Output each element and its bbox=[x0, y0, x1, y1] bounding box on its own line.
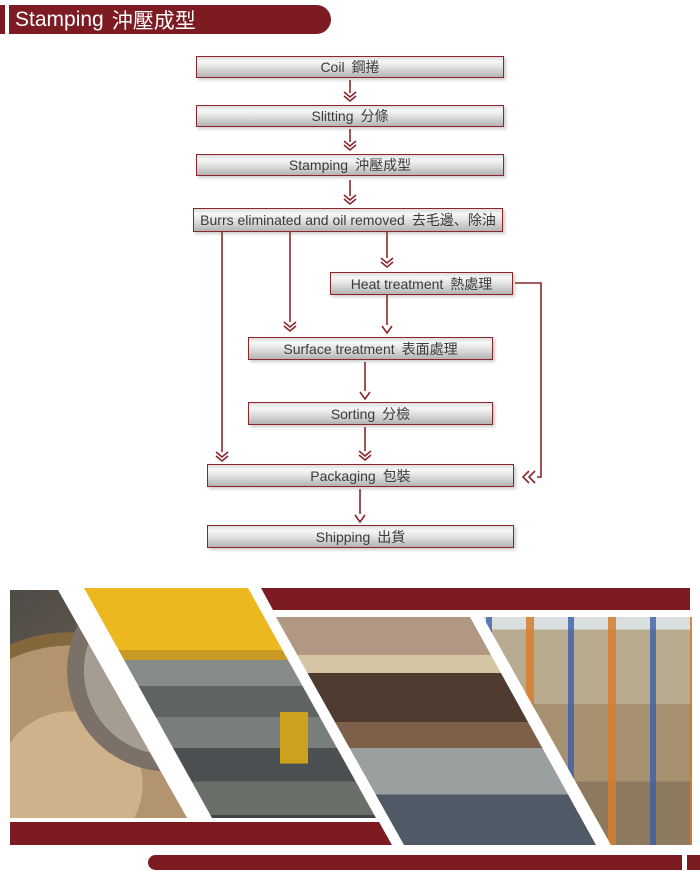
step-label-zh: 表面處理 bbox=[401, 340, 458, 357]
page-title: Stamping 沖壓成型 bbox=[9, 5, 331, 34]
step-label-en: Surface treatment bbox=[283, 340, 395, 357]
arrow-sorting-to-packaging bbox=[358, 427, 372, 462]
footer-maroon-nub bbox=[687, 855, 700, 870]
arrow-burrs-to-surface bbox=[283, 232, 297, 333]
collage-top-maroon-bar bbox=[261, 588, 690, 610]
collage-bottom-maroon-bar bbox=[10, 822, 392, 845]
flow-step-coil: Coil 鋼捲 bbox=[196, 56, 504, 78]
flow-step-packaging: Packaging 包裝 bbox=[207, 464, 514, 487]
arrow-burrs-to-heat bbox=[380, 232, 394, 269]
page-title-zh: 沖壓成型 bbox=[111, 9, 196, 33]
step-label-en: Packaging bbox=[310, 467, 376, 484]
step-label-zh: 熱處理 bbox=[450, 275, 493, 292]
step-label-en: Slitting bbox=[311, 108, 354, 124]
arrow-packaging-to-shipping bbox=[354, 489, 366, 524]
step-label-zh: 包裝 bbox=[382, 467, 411, 484]
footer-maroon-bar bbox=[148, 855, 682, 870]
step-label-zh: 沖壓成型 bbox=[355, 157, 412, 173]
arrow-heat-to-packaging bbox=[515, 282, 542, 484]
flow-step-stamping: Stamping 沖壓成型 bbox=[196, 154, 504, 176]
arrow-slitting-to-stamping bbox=[343, 129, 357, 152]
flow-step-shipping: Shipping 出貨 bbox=[207, 525, 514, 548]
flow-step-heat-treatment: Heat treatment 熱處理 bbox=[330, 272, 513, 295]
flow-step-surface-treatment: Surface treatment 表面處理 bbox=[248, 337, 493, 360]
flow-step-sorting: Sorting 分檢 bbox=[248, 402, 493, 425]
step-label-zh: 出貨 bbox=[377, 528, 406, 545]
step-label-en: Burrs eliminated and oil removed bbox=[200, 212, 405, 228]
arrow-coil-to-slitting bbox=[343, 80, 357, 103]
flowchart-arrows bbox=[215, 80, 542, 524]
photo-collage bbox=[0, 588, 700, 846]
step-label-en: Coil bbox=[320, 59, 345, 75]
page-title-en: Stamping bbox=[15, 7, 104, 31]
arrow-heat-to-surface bbox=[381, 295, 393, 335]
arrow-stamping-to-burrs bbox=[343, 180, 357, 206]
arrow-burrs-to-packaging bbox=[215, 232, 229, 463]
step-label-zh: 鋼捲 bbox=[351, 59, 380, 75]
header-accent-bar bbox=[0, 5, 5, 34]
step-label-zh: 分條 bbox=[360, 108, 389, 124]
step-label-en: Shipping bbox=[315, 528, 371, 545]
arrow-surface-to-sorting bbox=[359, 362, 371, 401]
flow-step-burrs-oil-removed: Burrs eliminated and oil removed 去毛邊、除油 bbox=[193, 208, 503, 232]
step-label-en: Heat treatment bbox=[350, 275, 444, 292]
step-label-en: Stamping bbox=[288, 157, 349, 173]
step-label-zh: 分檢 bbox=[382, 405, 411, 422]
flow-step-slitting: Slitting 分條 bbox=[196, 105, 504, 127]
step-label-en: Sorting bbox=[330, 405, 376, 422]
process-flowchart: Coil 鋼捲 Slitting 分條 Stamping 沖壓成型 Burrs … bbox=[193, 56, 542, 548]
step-label-zh: 去毛邊、除油 bbox=[411, 212, 496, 228]
